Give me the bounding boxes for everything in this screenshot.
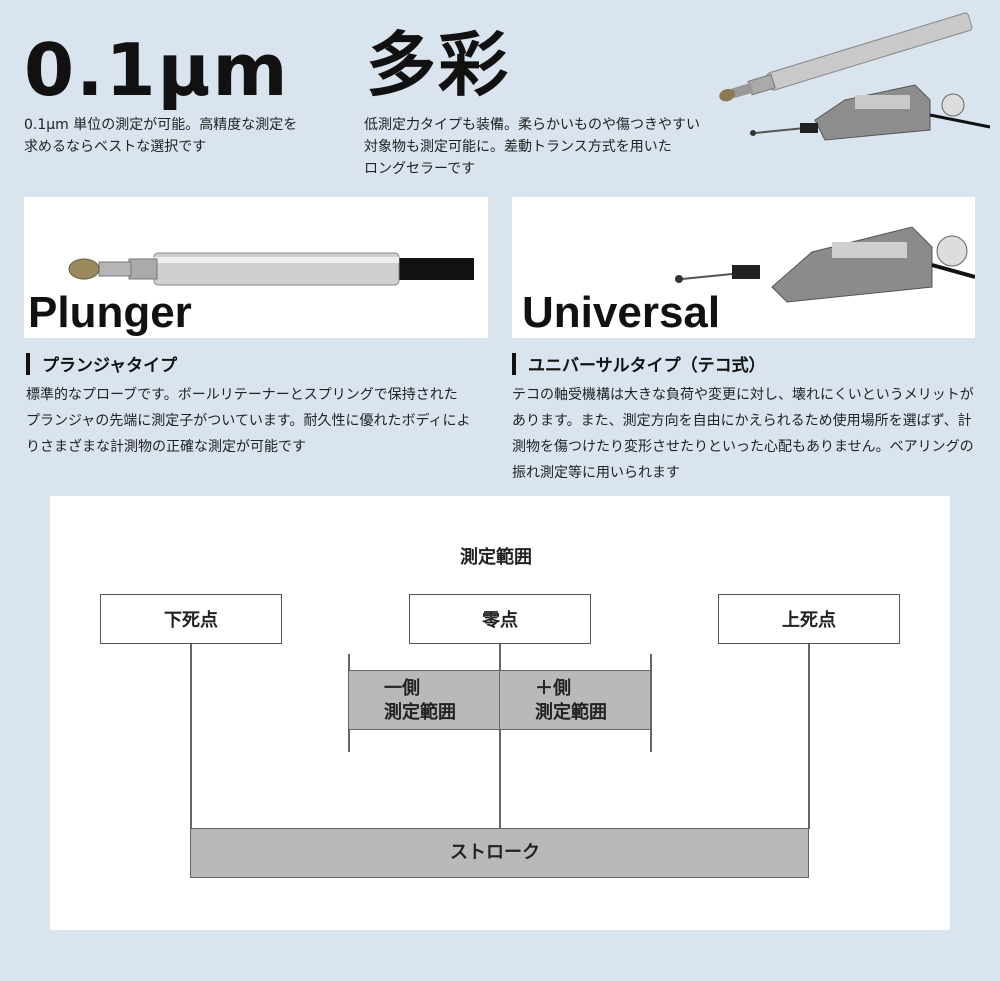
heading-bar <box>512 352 516 375</box>
plunger-label: Plunger <box>28 288 192 337</box>
universal-card: Universal <box>512 197 975 338</box>
measurement-range-diagram: 測定範囲 下死点 零点 上死点 一側 測定範囲 ＋側 測定範囲 ストローク <box>50 496 950 930</box>
zero-box: 零点 <box>409 594 591 644</box>
plunger-image <box>68 252 474 286</box>
universal-description: テコの軸受機構は大きな負荷や変更に対し、壊れにくいというメリットが あります。ま… <box>512 387 974 481</box>
hero-right-desc: 低測定力タイプも装備。柔らかいものや傷つきやすい 対象物も測定可能に。差動トラン… <box>364 117 700 177</box>
line-zero <box>499 643 501 829</box>
plunger-description: 標準的なプローブです。ボールリテーナーとスプリングで保持された プランジャの先端… <box>26 387 471 455</box>
hero-right-title: 多彩 <box>366 24 510 106</box>
heading-bar <box>26 352 30 375</box>
plunger-card: Plunger <box>24 197 488 338</box>
stroke-box <box>190 828 809 878</box>
hero-products-image <box>719 12 991 141</box>
universal-heading: ユニバーサルタイプ（テコ式） <box>512 351 766 376</box>
hero-left-desc: 0.1μm 単位の測定が可能。高精度な測定を 求めるならベストな選択です <box>24 117 298 155</box>
hero-left-title: 0.1μm <box>24 28 290 112</box>
plus-range-box <box>499 670 651 730</box>
plus-range-label: ＋側 測定範囲 <box>535 678 607 723</box>
top-dead-box: 上死点 <box>718 594 900 644</box>
diagram-title: 測定範囲 <box>460 547 532 568</box>
line-top-dead <box>808 643 810 829</box>
universal-image <box>675 226 975 303</box>
bottom-dead-box: 下死点 <box>100 594 282 644</box>
plunger-heading: プランジャタイプ <box>26 351 177 376</box>
universal-label: Universal <box>522 288 721 337</box>
line-bottom-dead <box>190 643 192 829</box>
minus-range-label: 一側 測定範囲 <box>384 678 456 723</box>
stroke-label: ストローク <box>450 842 540 863</box>
